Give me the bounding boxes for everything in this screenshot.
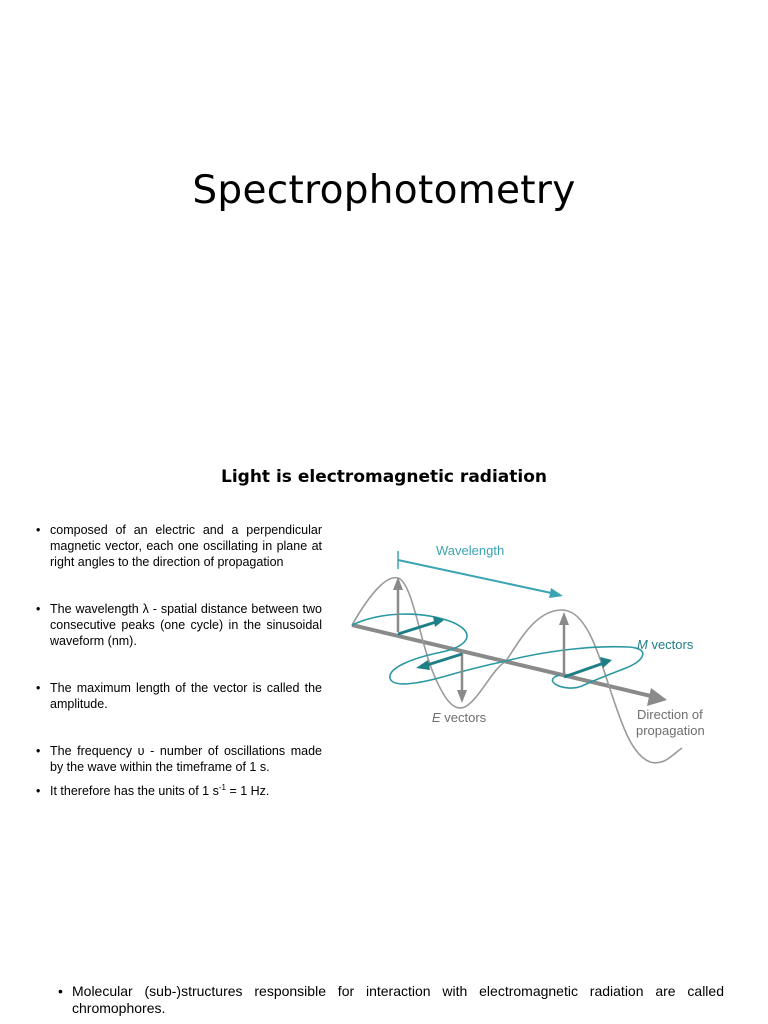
bottom-note: Molecular (sub-)structures responsible f… [58, 983, 724, 1017]
m-label-rest: vectors [648, 637, 694, 652]
e-vector-arrowhead [457, 690, 467, 703]
em-wave-diagram: Wavelength M vectors E vectors Direction… [351, 543, 705, 764]
m-vector-arrow [397, 620, 437, 636]
list-item: composed of an electric and a perpendicu… [36, 522, 322, 570]
bullet-list: composed of an electric and a perpendicu… [36, 522, 322, 799]
m-vector-arrowhead [600, 657, 612, 668]
m-vector-arrow [563, 661, 605, 679]
m-vector-arrow [423, 652, 463, 668]
list-item: The frequency υ - number of oscillations… [36, 743, 322, 775]
e-vector-arrowhead [393, 577, 403, 590]
e-label-letter: E [432, 710, 441, 725]
m-vector-arrowhead [433, 616, 444, 627]
direction-label-line2: propagation [636, 723, 705, 738]
m-vectors-label: M vectors [637, 637, 694, 652]
electric-wave [351, 576, 683, 764]
page-title: Spectrophotometry [192, 168, 576, 213]
m-label-letter: M [637, 637, 648, 652]
section-heading: Light is electromagnetic radiation [221, 467, 547, 487]
list-item-units: It therefore has the units of 1 s-1 = 1 … [36, 783, 322, 799]
units-text: It therefore has the units of 1 s [50, 784, 219, 798]
e-label-rest: vectors [441, 710, 487, 725]
wavelength-label: Wavelength [436, 543, 504, 558]
e-vectors-label: E vectors [432, 710, 487, 725]
wavelength-arrowhead [549, 588, 563, 598]
e-vector-arrowhead [559, 612, 569, 625]
units-text-end: = 1 Hz. [225, 784, 270, 798]
direction-label-line1: Direction of [637, 707, 703, 722]
propagation-arrowhead [647, 688, 667, 706]
list-item: The wavelength λ - spatial distance betw… [36, 601, 322, 649]
wavelength-arrow [397, 559, 557, 595]
m-vector-arrowhead [416, 660, 430, 670]
magnetic-wave [351, 613, 644, 689]
list-item: The maximum length of the vector is call… [36, 680, 322, 712]
units-superscript: -1 [218, 782, 226, 792]
